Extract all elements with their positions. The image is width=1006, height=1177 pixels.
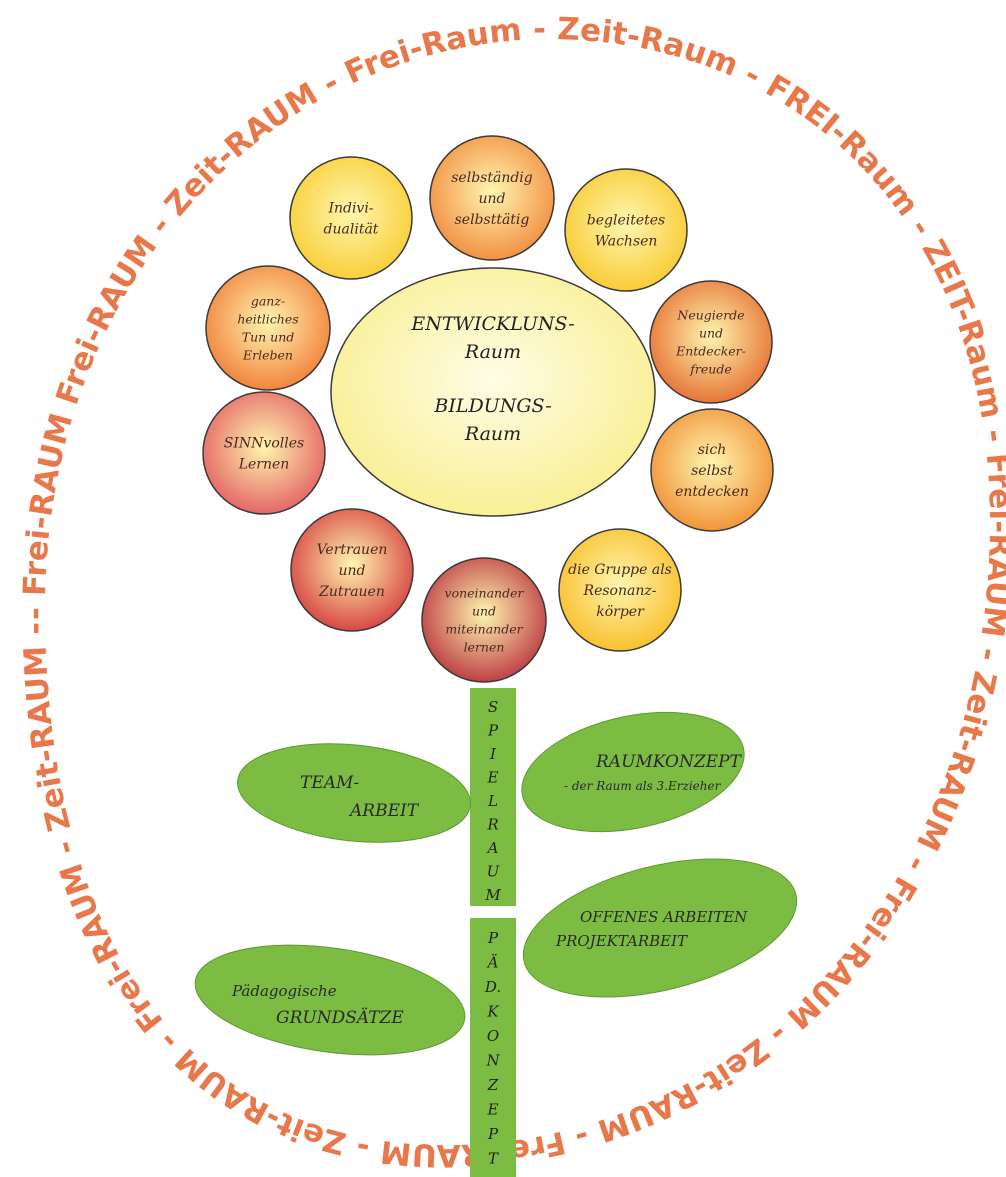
- petal-selbstaendig-line: selbsttätig: [455, 212, 530, 228]
- petal-ganzheitliches-circle: [205, 265, 331, 391]
- petal-neugierde-line: freude: [689, 361, 731, 376]
- stem-letter: U: [487, 863, 501, 881]
- petal-vertrauen-line: Vertrauen: [317, 542, 388, 558]
- petal-ganzheitliches-line: Erleben: [242, 347, 293, 362]
- stem-letter: N: [485, 1052, 500, 1070]
- petal-vertrauen-line: und: [339, 563, 366, 579]
- stem-letter: K: [486, 1003, 499, 1021]
- petal-gruppe-resonanz-line: körper: [596, 604, 645, 620]
- leaf-offenes-line1: OFFENES ARBEITEN: [580, 908, 748, 926]
- stem-letter: Ä: [486, 954, 499, 972]
- petal-selbstaendig-line: selbständig: [451, 170, 533, 186]
- petal-sich-selbst-entdecken-line: selbst: [691, 463, 733, 479]
- leaf-raumkonzept: RAUMKONZEPT - der Raum als 3.Erzieher: [521, 711, 745, 833]
- stem-letter: D.: [484, 978, 501, 996]
- petal-voneinander: voneinander und miteinander lernen: [421, 557, 547, 683]
- petal-selbstaendig: selbständig und selbsttätig: [429, 135, 555, 261]
- leaf-paedagogische-grundsaetze: Pädagogische GRUNDSÄTZE: [194, 944, 466, 1056]
- petal-neugierde-line: Entdecker-: [675, 343, 746, 358]
- petal-begleitetes-wachsen-line: Wachsen: [595, 233, 658, 249]
- petal-ganzheitliches-line: Tun und: [242, 329, 295, 344]
- center-line3: BILDUNGS-: [433, 395, 551, 417]
- petal-individualitaet-line: Indivi-: [327, 200, 373, 216]
- petal-voneinander-line: miteinander: [445, 621, 523, 636]
- leaf-paedagogische-line1: Pädagogische: [231, 982, 337, 1000]
- stem-letter: Z: [487, 1076, 499, 1094]
- petal-voneinander-line: und: [472, 603, 496, 618]
- petal-begleitetes-wachsen-circle: [564, 168, 688, 292]
- petal-individualitaet-circle: [289, 156, 413, 280]
- stem-upper: [470, 688, 516, 906]
- petal-vertrauen-circle: [290, 508, 414, 632]
- petal-sich-selbst-entdecken-circle: [650, 408, 774, 532]
- stem-letter: A: [486, 839, 499, 857]
- leaf-paedagogische-line2: GRUNDSÄTZE: [276, 1007, 404, 1028]
- stem-letter: T: [488, 1150, 499, 1168]
- leaf-offenes-arbeiten: OFFENES ARBEITEN PROJEKTARBEIT: [522, 858, 798, 998]
- center-line1: ENTWICKLUNS-: [410, 313, 574, 335]
- petal-individualitaet: Indivi-dualität: [289, 156, 413, 280]
- leaf-raumkonzept-line1: RAUMKONZEPT: [595, 752, 743, 772]
- stem-letter: P: [487, 929, 499, 947]
- petal-ganzheitliches-line: heitliches: [237, 311, 298, 326]
- petal-individualitaet-line: dualität: [324, 221, 379, 237]
- stem-letter: L: [487, 792, 498, 810]
- stem-letter: P: [487, 1125, 499, 1143]
- petal-sinnvolles-lernen-line: Lernen: [238, 456, 290, 472]
- stem-letter: O: [487, 1027, 499, 1045]
- petal-voneinander-line: voneinander: [445, 585, 525, 600]
- petal-sich-selbst-entdecken-line: sich: [698, 442, 727, 458]
- petal-selbstaendig-line: und: [479, 191, 506, 207]
- petal-sich-selbst-entdecken: sich selbst entdecken: [650, 408, 774, 532]
- stem-letter: E: [487, 769, 499, 787]
- leaf-team-line2: ARBEIT: [348, 801, 420, 821]
- stem-letter: R: [486, 816, 498, 834]
- center-line2: Raum: [464, 341, 521, 363]
- petal-ganzheitliches-line: ganz-: [251, 293, 285, 308]
- petal-neugierde-line: Neugierde: [676, 307, 744, 322]
- petal-sich-selbst-entdecken-line: entdecken: [675, 484, 749, 500]
- stem-lower: [470, 918, 516, 1177]
- petal-begleitetes-wachsen-line: begleitetes: [587, 212, 665, 228]
- stem-letter: M: [484, 886, 501, 904]
- leaf-raumkonzept-line2: - der Raum als 3.Erzieher: [564, 779, 722, 793]
- stem-letter: E: [487, 1101, 499, 1119]
- petal-sinnvolles-lernen-line: SINNvolles: [224, 435, 304, 451]
- stem-lower-label: PÄD.KONZEPT: [484, 929, 501, 1168]
- stem-letter: I: [489, 745, 497, 763]
- flower-center: ENTWICKLUNS- Raum BILDUNGS- Raum: [330, 267, 656, 517]
- petal-gruppe-resonanz-circle: [558, 528, 682, 652]
- petal-neugierde-circle: [649, 280, 773, 404]
- leaf-offenes-line2: PROJEKTARBEIT: [555, 932, 688, 950]
- petal-neugierde-line: und: [699, 325, 723, 340]
- petal-vertrauen-line: Zutrauen: [318, 584, 385, 600]
- leaf-team-line1: TEAM-: [300, 773, 359, 793]
- petal-selbstaendig-circle: [429, 135, 555, 261]
- petals: selbständig und selbsttätig begleitetesWach…: [202, 135, 774, 683]
- stem-letter: S: [488, 698, 498, 716]
- stem-letter: P: [487, 722, 499, 740]
- center-line4: Raum: [464, 423, 521, 445]
- petal-voneinander-line: lernen: [464, 639, 505, 654]
- petal-voneinander-circle: [421, 557, 547, 683]
- petal-gruppe-resonanz-line: Resonanz-: [583, 583, 657, 599]
- petal-sinnvolles-lernen-circle: [202, 391, 326, 515]
- leaf-team: TEAM- ARBEIT: [237, 743, 471, 843]
- petal-gruppe-resonanz-line: die Gruppe als: [568, 562, 672, 578]
